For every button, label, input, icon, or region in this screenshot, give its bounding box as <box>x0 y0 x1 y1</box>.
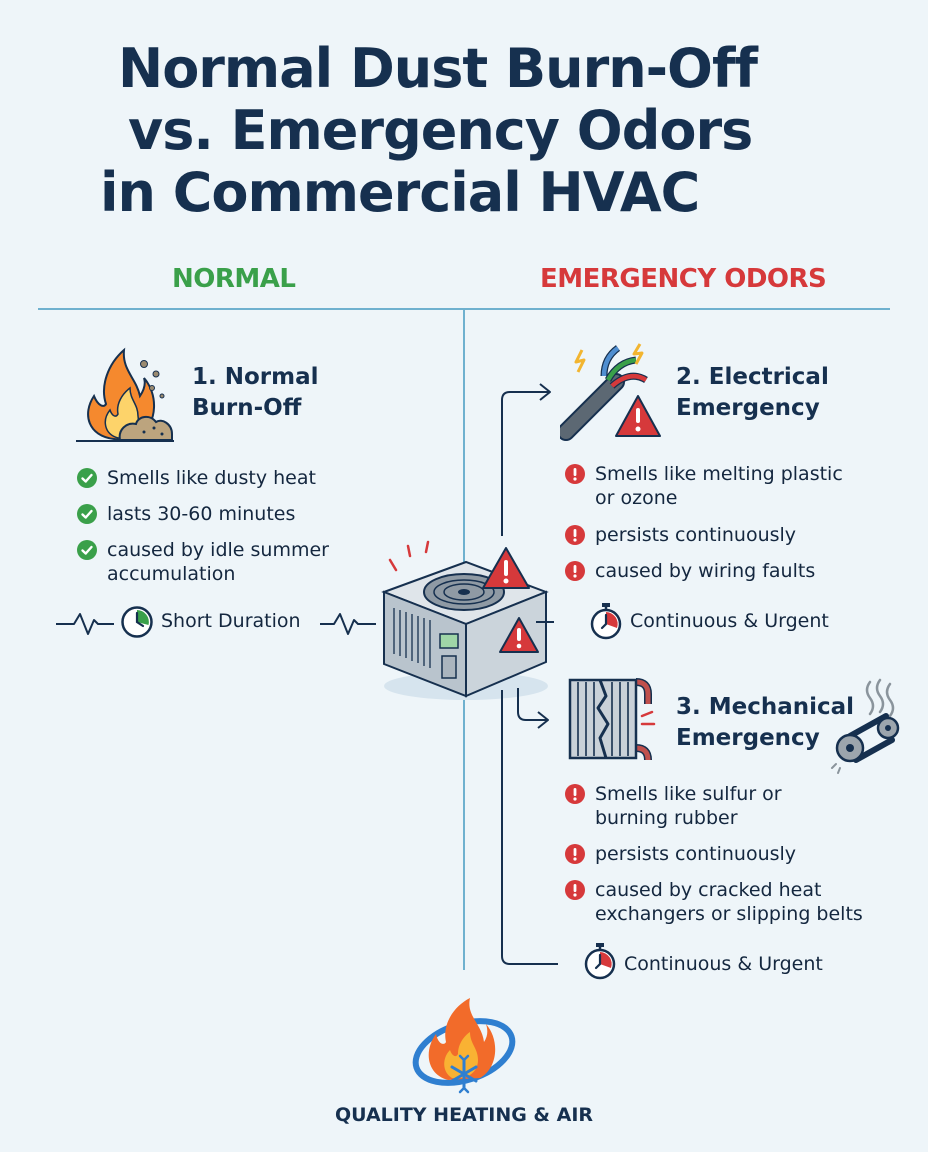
mechanical-item-2: persists continuously <box>565 842 796 866</box>
cracked-heat-exchanger-icon <box>568 678 656 761</box>
brand-name: QUALITY HEATING & AIR <box>334 1104 594 1126</box>
stopwatch-icon <box>590 603 622 640</box>
electrical-duration: Continuous & Urgent <box>630 610 829 632</box>
title-line-3: in Commercial HVAC <box>100 161 700 224</box>
mechanical-title-line-1: 3. Mechanical <box>676 694 855 720</box>
normal-section-title: 1. Normal Burn-Off <box>192 362 319 424</box>
normal-item-1-text: Smells like dusty heat <box>107 467 316 489</box>
wire-warning-icon <box>560 343 661 441</box>
electrical-item-3-text: caused by wiring faults <box>595 560 816 582</box>
alert-circle-icon <box>565 784 585 804</box>
electrical-item-2-text: persists continuously <box>595 524 797 546</box>
mechanical-item-2-text: persists continuously <box>595 843 797 865</box>
mechanical-item-1: Smells like sulfur or burning rubber <box>565 782 782 830</box>
mechanical-item-3: caused by cracked heat exchangers or sli… <box>565 878 863 926</box>
check-circle-icon <box>77 504 97 524</box>
normal-item-3-text-line-1: caused by idle summer <box>107 539 329 561</box>
warning-triangle-icon <box>482 547 530 589</box>
normal-item-2: lasts 30-60 minutes <box>77 502 295 526</box>
normal-title-line-1: 1. Normal <box>192 364 319 390</box>
normal-item-1: Smells like dusty heat <box>77 466 316 490</box>
mechanical-item-1-text-line-1: Smells like sulfur or <box>595 783 782 805</box>
pulse-line-icon <box>320 613 376 635</box>
mechanical-duration: Continuous & Urgent <box>624 953 823 975</box>
brand-logo-icon <box>412 998 516 1094</box>
electrical-item-3: caused by wiring faults <box>565 559 815 583</box>
normal-item-3: caused by idle summer accumulation <box>77 538 329 586</box>
title-line-1: Normal Dust Burn-Off <box>118 37 758 100</box>
mechanical-item-3-text-line-2: exchangers or slipping belts <box>595 903 863 925</box>
electrical-title-line-1: 2. Electrical <box>676 364 829 390</box>
mechanical-item-1-text-line-2: burning rubber <box>595 807 738 829</box>
check-circle-icon <box>77 540 97 560</box>
normal-item-2-text: lasts 30-60 minutes <box>107 503 296 525</box>
normal-item-3-text-line-2: accumulation <box>107 563 236 585</box>
fire-dust-icon <box>76 347 174 442</box>
electrical-item-2: persists continuously <box>565 523 796 547</box>
alert-circle-icon <box>565 561 585 581</box>
slipping-belt-icon <box>831 678 900 774</box>
mechanical-item-3-text-line-1: caused by cracked heat <box>595 879 822 901</box>
normal-title-line-2: Burn-Off <box>192 395 302 421</box>
normal-column-header: NORMAL <box>172 264 296 294</box>
electrical-item-1: Smells like melting plastic or ozone <box>565 462 843 510</box>
mechanical-section-title: 3. Mechanical Emergency <box>676 692 854 754</box>
pulse-line-icon <box>56 613 114 635</box>
stopwatch-icon <box>584 943 616 980</box>
emergency-column-header: EMERGENCY ODORS <box>540 264 827 294</box>
title-line-2: vs. Emergency Odors <box>128 99 753 162</box>
alert-circle-icon <box>565 880 585 900</box>
connector-arrows <box>501 383 558 965</box>
electrical-section-title: 2. Electrical Emergency <box>676 362 829 424</box>
alert-circle-icon <box>565 525 585 545</box>
electrical-item-1-text-line-1: Smells like melting plastic <box>595 463 843 485</box>
clock-icon <box>121 606 153 638</box>
electrical-item-1-text-line-2: or ozone <box>595 487 678 509</box>
electrical-title-line-2: Emergency <box>676 395 820 421</box>
header-divider <box>38 308 890 310</box>
alert-circle-icon <box>565 464 585 484</box>
check-circle-icon <box>77 468 97 488</box>
normal-duration: Short Duration <box>161 610 301 632</box>
mechanical-title-line-2: Emergency <box>676 725 820 751</box>
alert-circle-icon <box>565 844 585 864</box>
page-title: Normal Dust Burn-Off vs. Emergency Odors… <box>60 38 860 224</box>
warning-triangle-icon <box>499 617 539 653</box>
